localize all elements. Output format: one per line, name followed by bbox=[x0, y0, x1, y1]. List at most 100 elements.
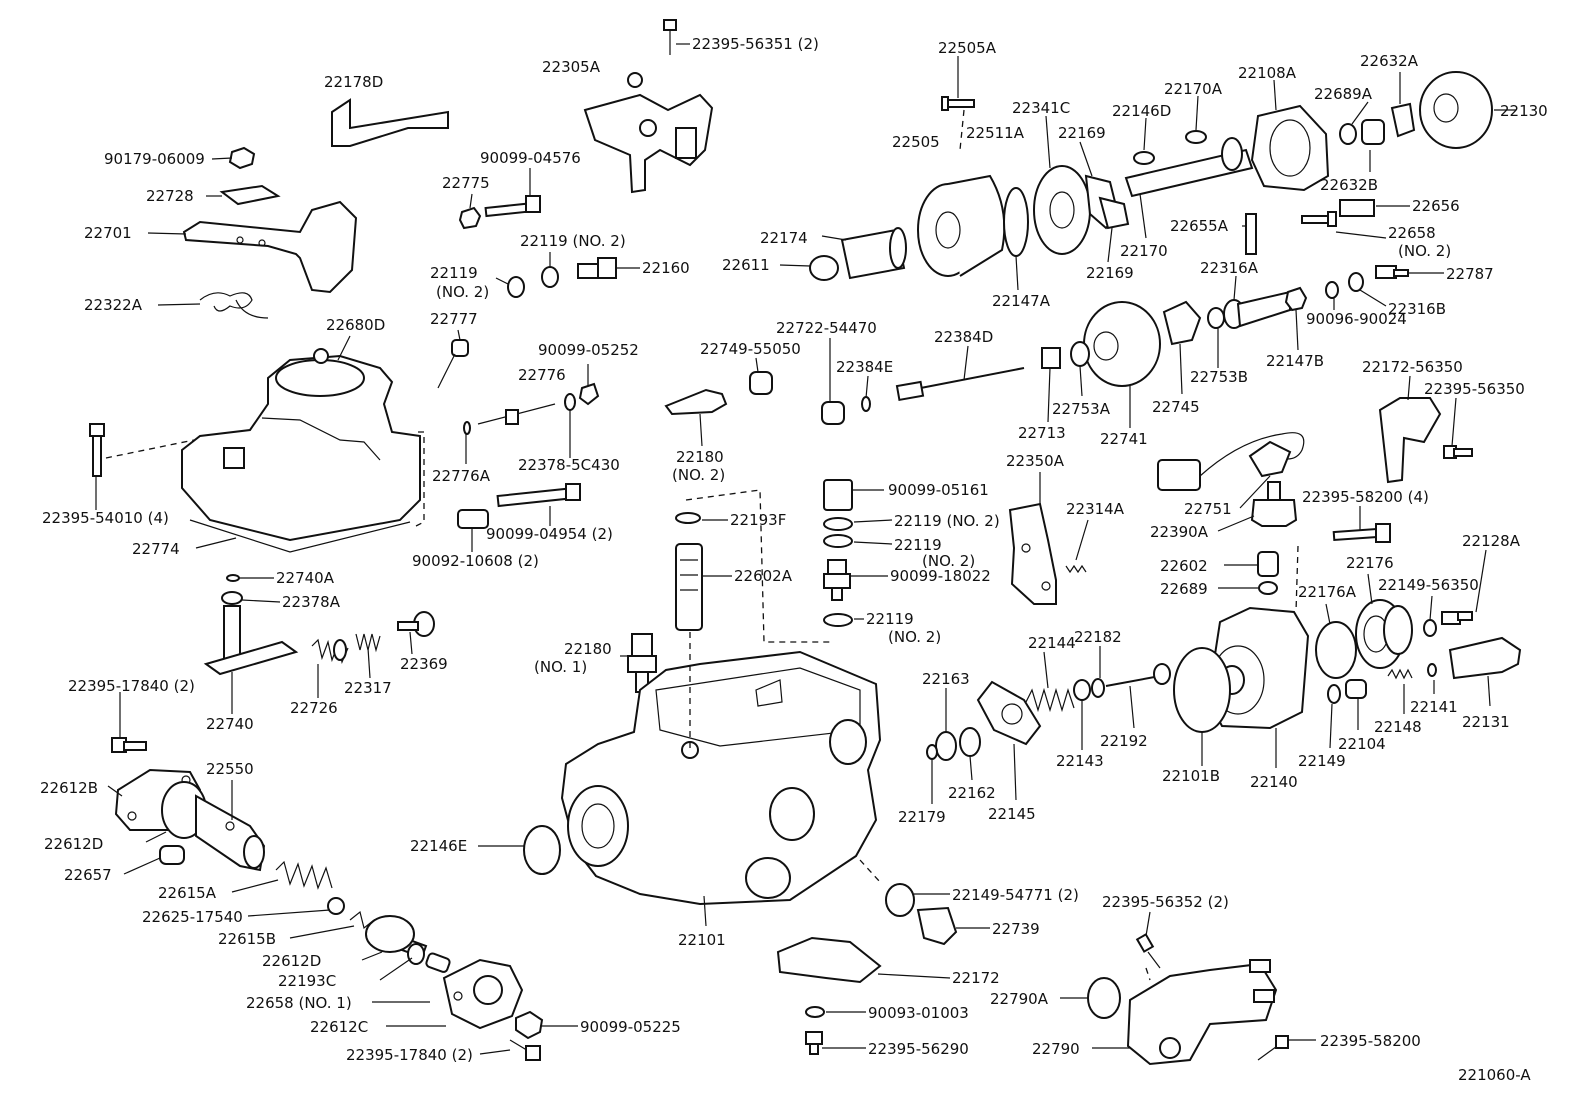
pulley-22130 bbox=[1419, 71, 1493, 149]
pipe-22602A bbox=[675, 543, 703, 631]
label-22740: 22740 bbox=[206, 715, 254, 733]
ring-22625-17540 bbox=[327, 897, 345, 915]
label-22751: 22751 bbox=[1184, 500, 1232, 518]
label-22148: 22148 bbox=[1374, 718, 1422, 736]
label-22395-58200: 22395-58200 bbox=[1320, 1032, 1421, 1050]
lever-22350A bbox=[1008, 502, 1057, 605]
label-22511A: 22511A bbox=[966, 124, 1025, 142]
label-22739: 22739 bbox=[992, 920, 1040, 938]
label-22722-54470: 22722-54470 bbox=[776, 319, 877, 337]
label-22128A: 22128A bbox=[1462, 532, 1521, 550]
coupling-22169 bbox=[1084, 174, 1130, 230]
label-22790A: 22790A bbox=[990, 990, 1049, 1008]
label-22119-c: 22119 bbox=[866, 610, 914, 628]
label-22104: 22104 bbox=[1338, 735, 1386, 753]
label-22131: 22131 bbox=[1462, 713, 1510, 731]
label-22395-17840-b: 22395-17840 (2) bbox=[346, 1046, 473, 1064]
label-90096-90024: 90096-90024 bbox=[1306, 310, 1407, 328]
bearing-22174 bbox=[840, 227, 907, 280]
ring-22141 bbox=[1427, 663, 1437, 677]
washer-22119-c bbox=[823, 534, 853, 548]
pin-22777 bbox=[437, 339, 469, 389]
cover-22632A bbox=[1390, 102, 1416, 138]
label-22395-17840-a: 22395-17840 (2) bbox=[68, 677, 195, 695]
fitting-22131 bbox=[1448, 636, 1522, 680]
label-no2-b: (NO. 2) bbox=[1398, 242, 1451, 260]
bolt-22395-58200-4 bbox=[1332, 523, 1391, 543]
washer-22119-d bbox=[823, 613, 853, 627]
plunger-22192 bbox=[1105, 663, 1171, 687]
label-22180-no1: 22180 bbox=[564, 640, 612, 658]
label-22787: 22787 bbox=[1446, 265, 1494, 283]
label-22160: 22160 bbox=[642, 259, 690, 277]
label-22149: 22149 bbox=[1298, 752, 1346, 770]
screw-22776 bbox=[477, 382, 600, 425]
label-22193F: 22193F bbox=[730, 511, 786, 529]
label-22390A: 22390A bbox=[1150, 523, 1209, 541]
flyweight-22745 bbox=[1162, 300, 1202, 346]
screw-22369 bbox=[397, 611, 435, 637]
label-22169-b: 22169 bbox=[1086, 264, 1134, 282]
label-22176A: 22176A bbox=[1298, 583, 1357, 601]
label-22728: 22728 bbox=[146, 187, 194, 205]
pump-housing-22101 bbox=[560, 650, 882, 906]
spring-22602 bbox=[1257, 551, 1279, 577]
bushing-22611 bbox=[809, 255, 839, 281]
label-22101B: 22101B bbox=[1162, 767, 1220, 785]
ring-22162 bbox=[959, 727, 981, 757]
shaft-22384D bbox=[895, 367, 1025, 402]
nut-90179-06009 bbox=[228, 146, 256, 170]
cap-90099-05161 bbox=[823, 479, 853, 511]
ring-22193F bbox=[675, 512, 701, 524]
bolt-22395-56351 bbox=[663, 19, 677, 55]
label-90099-18022: 90099-18022 bbox=[890, 567, 991, 585]
label-22745: 22745 bbox=[1152, 398, 1200, 416]
key-22146D bbox=[1133, 151, 1155, 165]
label-22602A: 22602A bbox=[734, 567, 793, 585]
label-22170: 22170 bbox=[1120, 242, 1168, 260]
plunger-22656 bbox=[1339, 199, 1375, 217]
label-22775: 22775 bbox=[442, 174, 490, 192]
label-22369: 22369 bbox=[400, 655, 448, 673]
label-22615A: 22615A bbox=[158, 884, 217, 902]
label-22680D: 22680D bbox=[326, 316, 385, 334]
pin-22658-no2 bbox=[1301, 211, 1337, 227]
label-22505: 22505 bbox=[892, 133, 940, 151]
label-22395-58200-4: 22395-58200 (4) bbox=[1302, 488, 1429, 506]
label-22145: 22145 bbox=[988, 805, 1036, 823]
label-22146D: 22146D bbox=[1112, 102, 1171, 120]
label-22146E: 22146E bbox=[410, 837, 467, 855]
spring-22317 bbox=[355, 633, 381, 653]
plug-22739 bbox=[916, 906, 958, 946]
ring-22182 bbox=[1091, 678, 1105, 698]
label-22179: 22179 bbox=[898, 808, 946, 826]
label-22749-55050: 22749-55050 bbox=[700, 340, 801, 358]
sleeve-90092-10608 bbox=[457, 509, 489, 529]
label-22612D-a: 22612D bbox=[44, 835, 103, 853]
label-22741: 22741 bbox=[1100, 430, 1148, 448]
label-22350A: 22350A bbox=[1006, 452, 1065, 470]
label-90099-04954: 90099-04954 (2) bbox=[486, 525, 613, 543]
label-22378-5C430: 22378-5C430 bbox=[518, 456, 620, 474]
connector-22751 bbox=[1157, 432, 1305, 491]
washer-22119-b bbox=[823, 517, 853, 531]
label-22316A: 22316A bbox=[1200, 259, 1259, 277]
pin-22657 bbox=[159, 845, 185, 865]
valve-body-22790 bbox=[1126, 959, 1278, 1066]
o-ring-22790A bbox=[1087, 977, 1121, 1019]
label-22101: 22101 bbox=[678, 931, 726, 949]
fuel-cut-solenoid-22390A bbox=[1248, 440, 1298, 527]
label-22658-no2: 22658 bbox=[1388, 224, 1436, 242]
label-no2-a: (NO. 2) bbox=[436, 283, 489, 301]
lever-bracket-22305A bbox=[583, 72, 714, 194]
label-22162: 22162 bbox=[948, 784, 996, 802]
drive-pulley-22505 bbox=[917, 174, 1006, 277]
leader-lines bbox=[95, 43, 1516, 1055]
label-22658-no1: 22658 (NO. 1) bbox=[246, 994, 352, 1012]
label-90099-04576: 90099-04576 bbox=[480, 149, 581, 167]
plunger-22104 bbox=[1345, 679, 1367, 699]
bolt-22160 bbox=[577, 257, 617, 279]
label-22182: 22182 bbox=[1074, 628, 1122, 646]
nut-90099-05225 bbox=[515, 1010, 544, 1040]
